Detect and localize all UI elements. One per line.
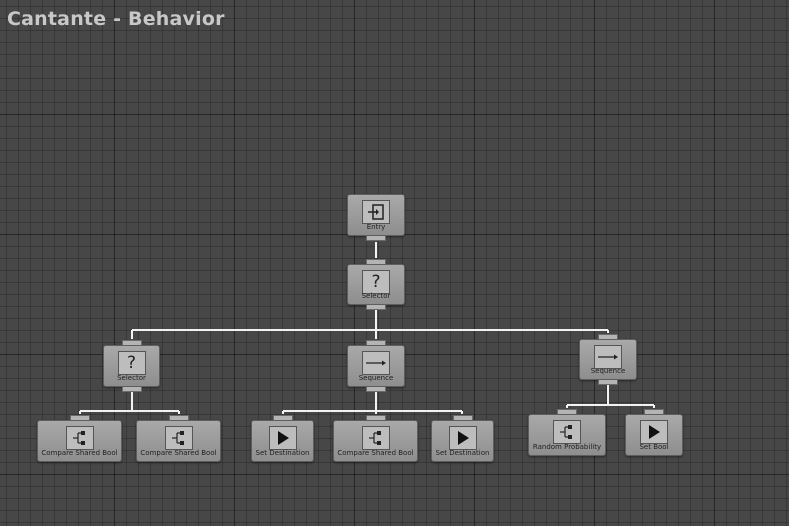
input-port[interactable]: [452, 415, 473, 420]
node-label: Selector: [117, 374, 146, 382]
node-label: Set Bool: [639, 443, 669, 451]
compare-shared-bool-node[interactable]: Compare Shared Bool: [37, 415, 122, 462]
node-label: Entry: [366, 223, 386, 231]
node-label: Set Destination: [435, 449, 490, 457]
question-icon: ?: [117, 351, 146, 375]
input-port[interactable]: [69, 415, 90, 420]
node-label: Selector: [361, 292, 391, 300]
compare-shared-bool-node[interactable]: Compare Shared Bool: [136, 415, 221, 462]
output-port[interactable]: [366, 236, 386, 241]
conditional-icon: [65, 426, 94, 450]
entry-node[interactable]: Entry: [347, 194, 405, 241]
input-port[interactable]: [557, 409, 577, 414]
output-port[interactable]: [366, 387, 386, 392]
set-bool-node[interactable]: Set Bool: [625, 409, 683, 456]
input-port[interactable]: [272, 415, 293, 420]
graph-title: Cantante - Behavior: [7, 8, 225, 30]
conditional-icon: [553, 420, 581, 444]
entry-icon: [362, 200, 390, 224]
node-label: Random Probability: [532, 443, 602, 451]
node-label: Sequence: [358, 374, 394, 382]
right-sequence-node[interactable]: Sequence: [579, 334, 637, 385]
input-port[interactable]: [644, 409, 664, 414]
set-destination-node[interactable]: Set Destination: [251, 415, 314, 462]
output-port[interactable]: [366, 305, 386, 310]
middle-sequence-node[interactable]: Sequence: [347, 340, 405, 392]
output-port[interactable]: [121, 387, 142, 392]
input-port[interactable]: [598, 334, 618, 339]
question-icon: ?: [362, 270, 390, 294]
input-port[interactable]: [168, 415, 189, 420]
play-icon: [640, 420, 668, 444]
conditional-icon: [361, 426, 390, 450]
arrow-right-icon: [362, 351, 390, 375]
play-icon: [448, 426, 477, 450]
input-port[interactable]: [366, 259, 386, 264]
node-label: Set Destination: [255, 449, 310, 457]
input-port[interactable]: [366, 340, 386, 345]
arrow-right-icon: [594, 345, 622, 369]
conditional-icon: [164, 426, 193, 450]
input-port[interactable]: [365, 415, 386, 420]
node-label: Compare Shared Bool: [41, 449, 118, 457]
node-label: Compare Shared Bool: [140, 449, 217, 457]
compare-shared-bool-node[interactable]: Compare Shared Bool: [333, 415, 418, 462]
root-selector-node[interactable]: ? Selector: [347, 259, 405, 310]
random-probability-node[interactable]: Random Probability: [528, 409, 606, 456]
play-icon: [268, 426, 297, 450]
node-label: Compare Shared Bool: [337, 449, 414, 457]
node-label: Sequence: [590, 367, 626, 375]
input-port[interactable]: [121, 340, 142, 345]
set-destination-node[interactable]: Set Destination: [431, 415, 494, 462]
output-port[interactable]: [598, 380, 618, 385]
left-selector-node[interactable]: ? Selector: [103, 340, 160, 392]
